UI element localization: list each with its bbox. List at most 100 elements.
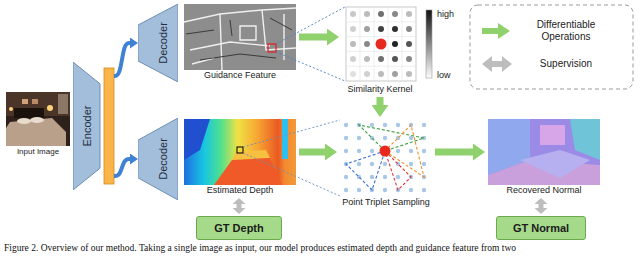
- triplet-sampling-grid: [344, 175, 348, 179]
- triplet-sampling-grid: [383, 136, 387, 140]
- similarity-kernel-grid: [346, 7, 416, 81]
- guidance-feature-map: [230, 20, 232, 36]
- guidance-feature-map: [190, 42, 270, 50]
- guidance-feature-map: [184, 8, 296, 70]
- legend-entry: Supervision: [518, 58, 614, 70]
- input-photo: [17, 118, 31, 124]
- similarity-kernel-grid: [346, 66, 416, 67]
- triplet-sampling-grid: [344, 123, 426, 192]
- legend-frame: [470, 5, 633, 89]
- triplet-sampling-grid: [344, 123, 348, 127]
- triplet-sampling-grid: [383, 188, 387, 192]
- similarity-kernel-grid: [364, 11, 370, 17]
- input-photo: [14, 108, 44, 118]
- panel-label: Point Triplet Sampling: [342, 197, 430, 208]
- operation-arrow: [299, 149, 325, 156]
- triplet-sampling-grid: [385, 151, 411, 190]
- sampling-panel: Point Triplet Sampling: [340, 119, 432, 208]
- triplet-sampling-grid: [409, 162, 413, 166]
- similarity-kernel-grid: [388, 7, 389, 81]
- trapezoid-shape: [73, 62, 100, 190]
- connector-group: [114, 37, 541, 208]
- supervision-arrow: [237, 204, 242, 208]
- triplet-sampling-grid: [357, 149, 361, 153]
- similarity-kernel-grid: [378, 26, 384, 32]
- similarity-kernel-grid: [392, 26, 398, 32]
- trapezoid-shape: [138, 118, 178, 200]
- similarity-kernel-grid: [350, 41, 356, 47]
- panel-label: Input Image: [17, 146, 59, 157]
- triplet-sampling-grid: [409, 149, 413, 153]
- similarity-kernel-grid: [392, 56, 398, 62]
- guidance-feature-map: [184, 8, 296, 22]
- depth-map: [184, 119, 340, 196]
- panel-label: Guidance Feature: [204, 70, 276, 81]
- triplet-sampling-grid: [357, 188, 361, 192]
- similarity-kernel-grid: [406, 26, 412, 32]
- similarity-kernel-grid: [392, 11, 398, 17]
- triplet-sampling-grid: [370, 162, 374, 166]
- triplet-sampling-grid: [344, 149, 348, 153]
- legend-label: Supervision: [518, 58, 614, 70]
- guidance-feature-map: [276, 7, 345, 44]
- similarity-kernel-grid: [406, 56, 412, 62]
- similarity-kernel-grid: [376, 39, 387, 50]
- image-panel: Recovered Normal: [488, 119, 600, 196]
- box-label: GT Normal: [513, 222, 569, 234]
- triplet-sampling-grid: [385, 125, 424, 177]
- similarity-kernel-grid: [374, 7, 375, 81]
- decoder-block: Decoder: [138, 4, 178, 82]
- triplet-sampling-grid: [422, 123, 426, 127]
- guidance-feature-map: [186, 30, 214, 34]
- scale-label: high: [437, 9, 454, 19]
- normal-map: [540, 125, 565, 145]
- legend-label: Differentiable Operations: [518, 19, 614, 43]
- similarity-kernel-grid: [350, 56, 356, 62]
- legend-frame: [470, 5, 633, 89]
- picture-area: [488, 119, 600, 185]
- input-photo: [6, 92, 70, 146]
- guidance-feature-map: [283, 14, 284, 60]
- box-label: GT Depth: [214, 222, 264, 234]
- depth-map: [184, 119, 210, 160]
- triplet-sampling-grid: [370, 123, 374, 127]
- feature-bar: [104, 68, 114, 184]
- image-panel: Estimated Depth: [184, 119, 296, 196]
- decoder-block: Decoder: [138, 118, 178, 200]
- input-photo: [6, 92, 70, 146]
- similarity-kernel-grid: [406, 11, 412, 17]
- normal-map: [488, 119, 600, 185]
- input-photo: [32, 99, 38, 104]
- triplet-sampling-grid: [396, 123, 400, 127]
- similarity-kernel-grid: [364, 56, 370, 62]
- guidance-feature-map: [186, 18, 292, 60]
- flow-arrow: [114, 43, 130, 76]
- guidance-feature-map: [184, 4, 345, 81]
- figure-caption: Figure 2. Overview of our method. Taking…: [4, 242, 516, 254]
- guidance-feature-map: [262, 10, 296, 50]
- depth-map: [214, 158, 282, 185]
- normal-map: [520, 150, 590, 178]
- input-photo: [6, 118, 66, 146]
- similarity-kernel-grid: [406, 41, 412, 47]
- guidance-feature-map: [276, 52, 345, 81]
- similarity-kernel-grid: [350, 26, 356, 32]
- input-photo: [58, 94, 68, 114]
- flow-arrow: [114, 159, 130, 176]
- similarity-kernel-grid: [426, 10, 432, 78]
- picture-area: [340, 119, 432, 197]
- operation-arrow: [377, 97, 384, 105]
- triplet-sampling-grid: [422, 149, 426, 153]
- triplet-sampling-grid: [357, 162, 361, 166]
- similarity-kernel-grid: [364, 41, 370, 47]
- operation-arrow: [435, 149, 473, 156]
- block-label: Encoder: [81, 106, 93, 147]
- picture-area: [184, 4, 296, 70]
- triplet-sampling-grid: [409, 188, 413, 192]
- guidance-feature-map: [184, 4, 296, 70]
- trapezoid-shape: [138, 4, 178, 82]
- supervision-box: GT Normal: [496, 216, 586, 240]
- similarity-kernel-grid: [350, 71, 356, 77]
- scale-label: low: [437, 70, 451, 80]
